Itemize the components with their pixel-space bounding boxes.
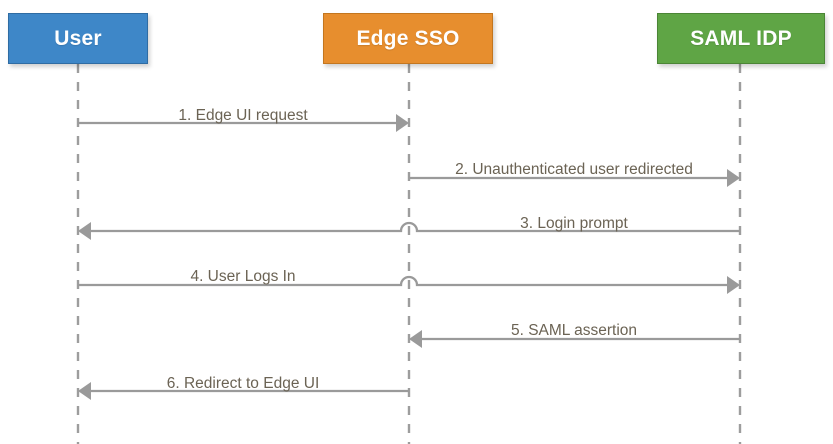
arrow-head-icon: [78, 222, 91, 240]
arrow-head-icon: [409, 330, 422, 348]
message-label-3: 3. Login prompt: [520, 215, 628, 232]
arrow-head-icon: [78, 382, 91, 400]
message-label-5: 5. SAML assertion: [510, 322, 638, 339]
message-4[interactable]: [78, 275, 740, 294]
participant-box-edge-sso[interactable]: Edge SSO: [323, 13, 493, 64]
participant-label-saml-idp: SAML IDP: [690, 27, 792, 50]
participant-label-user: User: [54, 27, 102, 50]
messages-layer: [78, 114, 740, 400]
message-1[interactable]: [78, 114, 409, 132]
arrow-head-icon: [727, 276, 740, 294]
participant-label-edge-sso: Edge SSO: [356, 27, 460, 50]
message-label-2: 2. Unauthenticated user redirected: [455, 161, 693, 178]
message-label-1: 1. Edge UI request: [178, 107, 308, 124]
message-label-4: 4. User Logs In: [190, 268, 296, 285]
message-5[interactable]: [409, 330, 740, 348]
arrow-head-icon: [727, 169, 740, 187]
message-2[interactable]: [409, 169, 740, 187]
participant-box-saml-idp[interactable]: SAML IDP: [657, 13, 825, 64]
message-6[interactable]: [78, 382, 409, 400]
arrow-head-icon: [396, 114, 409, 132]
message-3[interactable]: [78, 221, 740, 240]
participant-box-user[interactable]: User: [8, 13, 148, 64]
message-label-6: 6. Redirect to Edge UI: [166, 375, 320, 392]
